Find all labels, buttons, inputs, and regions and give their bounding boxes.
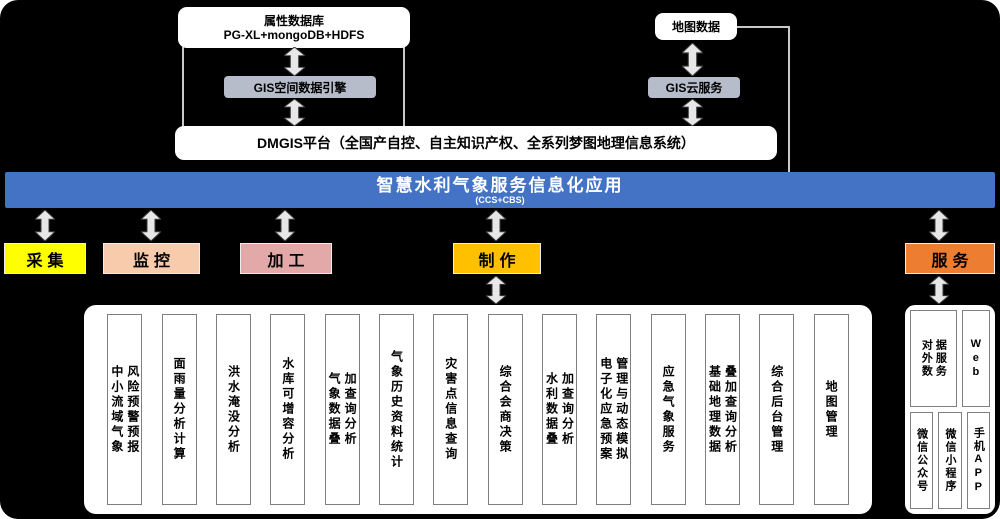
- double-arrow-icon: [141, 210, 161, 241]
- double-arrow-icon: [929, 210, 949, 241]
- attribute-database-title: 属性数据库: [263, 13, 324, 28]
- double-arrow-icon: [929, 276, 949, 304]
- function-label: 面雨量分析计算: [172, 357, 187, 462]
- mobile-app-label: 手机APP: [972, 426, 985, 495]
- function-strip: 基础地理数据 叠加查询分析: [704, 314, 740, 505]
- wechat-mini-label: 微信小程序: [943, 428, 956, 493]
- mobile-app-cell: 手机APP: [966, 412, 990, 509]
- double-arrow-icon: [284, 99, 305, 126]
- function-strip: 应急气象服务: [650, 314, 686, 505]
- application-subtitle: (CCS+CBS): [475, 194, 525, 205]
- gis-cloud-service-box: GIS云服务: [648, 77, 740, 98]
- connector-line: [736, 26, 790, 28]
- double-arrow-icon: [486, 276, 506, 304]
- stage-monitor-label: 监控: [132, 252, 175, 270]
- stage-process-label: 加工: [267, 252, 310, 270]
- stage-produce-box: 制作: [453, 243, 541, 274]
- function-label: 中小流域气象 风险预警预报: [109, 364, 140, 455]
- gis-spatial-engine-label: GIS空间数据引擎: [253, 80, 347, 95]
- function-label: 水利数据叠 加查询分析: [544, 372, 575, 447]
- services-panel-bottom-row: 微信公众号 微信小程序 手机APP: [910, 412, 990, 509]
- function-label: 水库可增容分析: [280, 357, 295, 462]
- function-strip: 气象历史资料统计: [378, 314, 414, 505]
- gis-spatial-engine-box: GIS空间数据引擎: [224, 76, 376, 98]
- stage-monitor-box: 监控: [103, 243, 200, 274]
- web-label: Web: [969, 337, 982, 380]
- function-label: 灾害点信息查询: [443, 357, 458, 462]
- attribute-database-subtitle: PG-XL+mongoDB+HDFS: [223, 27, 365, 42]
- function-strip: 地图管理: [813, 314, 849, 505]
- double-arrow-icon: [682, 99, 703, 126]
- functions-container: 中小流域气象 风险预警预报 面雨量分析计算 洪水淹没分析 水库可增容分析 气象数…: [84, 305, 872, 514]
- stage-produce-label: 制作: [478, 252, 521, 270]
- map-data-box: 地图数据: [655, 13, 737, 40]
- function-label: 基础地理数据 叠加查询分析: [707, 364, 738, 455]
- connector-line: [788, 26, 790, 173]
- services-panel: 对外数 据服务 Web 微信公众号 微信小程序 手机APP: [905, 305, 995, 514]
- map-data-label: 地图数据: [671, 20, 720, 34]
- function-label: 气象数据叠 加查询分析: [327, 372, 358, 447]
- external-data-service-label: 对外数 据服务: [920, 339, 947, 378]
- double-arrow-icon: [284, 47, 305, 76]
- external-data-service-cell: 对外数 据服务: [910, 310, 957, 407]
- stage-process-box: 加工: [240, 243, 332, 274]
- function-label: 应急气象服务: [661, 364, 676, 455]
- application-title: 智慧水利气象服务信息化应用: [376, 175, 624, 195]
- function-strip: 面雨量分析计算: [161, 314, 197, 505]
- function-label: 综合会商决策: [498, 364, 513, 455]
- double-arrow-icon: [486, 210, 506, 241]
- services-panel-top-row: 对外数 据服务 Web: [910, 310, 990, 407]
- function-label: 电子化应急预案 管理与动态模拟: [598, 357, 629, 462]
- function-strip: 灾害点信息查询: [433, 314, 469, 505]
- attribute-database-box: 属性数据库 PG-XL+mongoDB+HDFS: [178, 7, 410, 48]
- double-arrow-icon: [35, 210, 55, 241]
- wechat-official-cell: 微信公众号: [910, 412, 934, 509]
- dmgis-platform-bar: DMGIS平台（全国产自控、自主知识产权、全系列梦图地理信息系统）: [175, 126, 777, 160]
- web-cell: Web: [961, 310, 990, 407]
- function-strip: 水库可增容分析: [270, 314, 306, 505]
- dmgis-platform-label: DMGIS平台（全国产自控、自主知识产权、全系列梦图地理信息系统）: [257, 135, 695, 151]
- function-strip: 综合会商决策: [487, 314, 523, 505]
- function-strip: 水利数据叠 加查询分析: [541, 314, 577, 505]
- function-label: 地图管理: [824, 379, 839, 440]
- function-strip: 综合后台管理: [759, 314, 795, 505]
- stage-service-box: 服务: [905, 243, 995, 274]
- function-label: 综合后台管理: [769, 364, 784, 455]
- connector-line: [403, 47, 405, 127]
- function-strip: 中小流域气象 风险预警预报: [107, 314, 143, 505]
- double-arrow-icon: [682, 43, 703, 76]
- function-label: 洪水淹没分析: [226, 364, 241, 455]
- wechat-official-label: 微信公众号: [915, 428, 928, 493]
- function-strip: 电子化应急预案 管理与动态模拟: [596, 314, 632, 505]
- function-strip: 气象数据叠 加查询分析: [324, 314, 360, 505]
- function-label: 气象历史资料统计: [389, 349, 404, 470]
- stage-collect-label: 采集: [26, 252, 69, 270]
- gis-cloud-service-label: GIS云服务: [665, 81, 723, 95]
- stage-service-label: 服务: [931, 252, 974, 270]
- wechat-mini-cell: 微信小程序: [938, 412, 962, 509]
- application-bar: 智慧水利气象服务信息化应用 (CCS+CBS): [5, 172, 995, 208]
- connector-line: [182, 47, 184, 127]
- stage-collect-box: 采集: [4, 243, 86, 274]
- function-strip: 洪水淹没分析: [215, 314, 251, 505]
- double-arrow-icon: [275, 210, 295, 241]
